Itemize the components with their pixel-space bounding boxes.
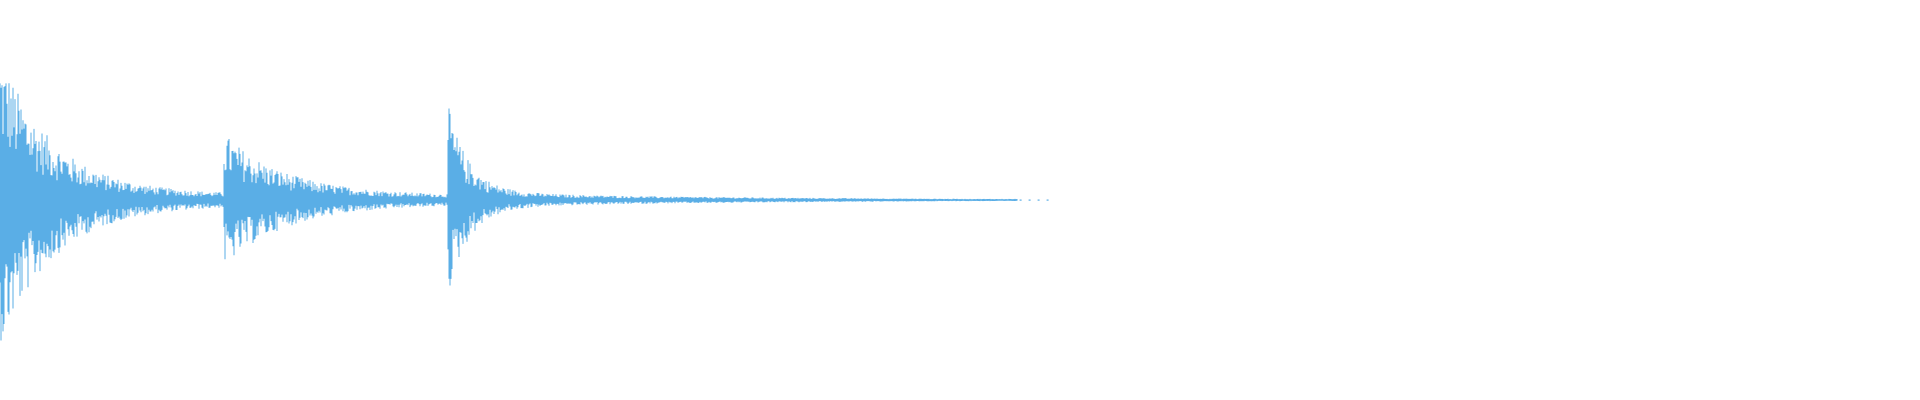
waveform-dot	[1046, 199, 1049, 201]
waveform-dot	[1037, 199, 1040, 201]
waveform-dot	[1019, 199, 1022, 201]
waveform-path	[0, 83, 1018, 341]
waveform-dot	[1028, 199, 1031, 201]
waveform-trailing-dots	[1019, 199, 1049, 201]
waveform-amplitude-lines	[0, 83, 1018, 341]
